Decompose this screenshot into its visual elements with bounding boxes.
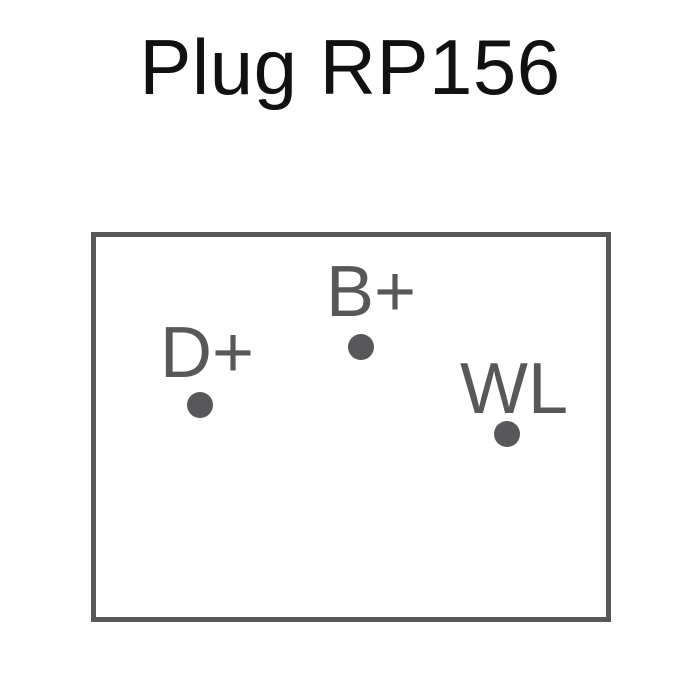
pin-label-b-plus: B+ bbox=[326, 252, 417, 332]
diagram-title: Plug RP156 bbox=[139, 23, 561, 111]
pin-label-d-plus: D+ bbox=[160, 313, 255, 393]
plug-outline bbox=[91, 232, 611, 622]
pin-dot-b-plus bbox=[348, 334, 374, 360]
pin-label-wl: WL bbox=[460, 349, 568, 429]
pin-dot-wl bbox=[494, 421, 520, 447]
pin-dot-d-plus bbox=[187, 392, 213, 418]
